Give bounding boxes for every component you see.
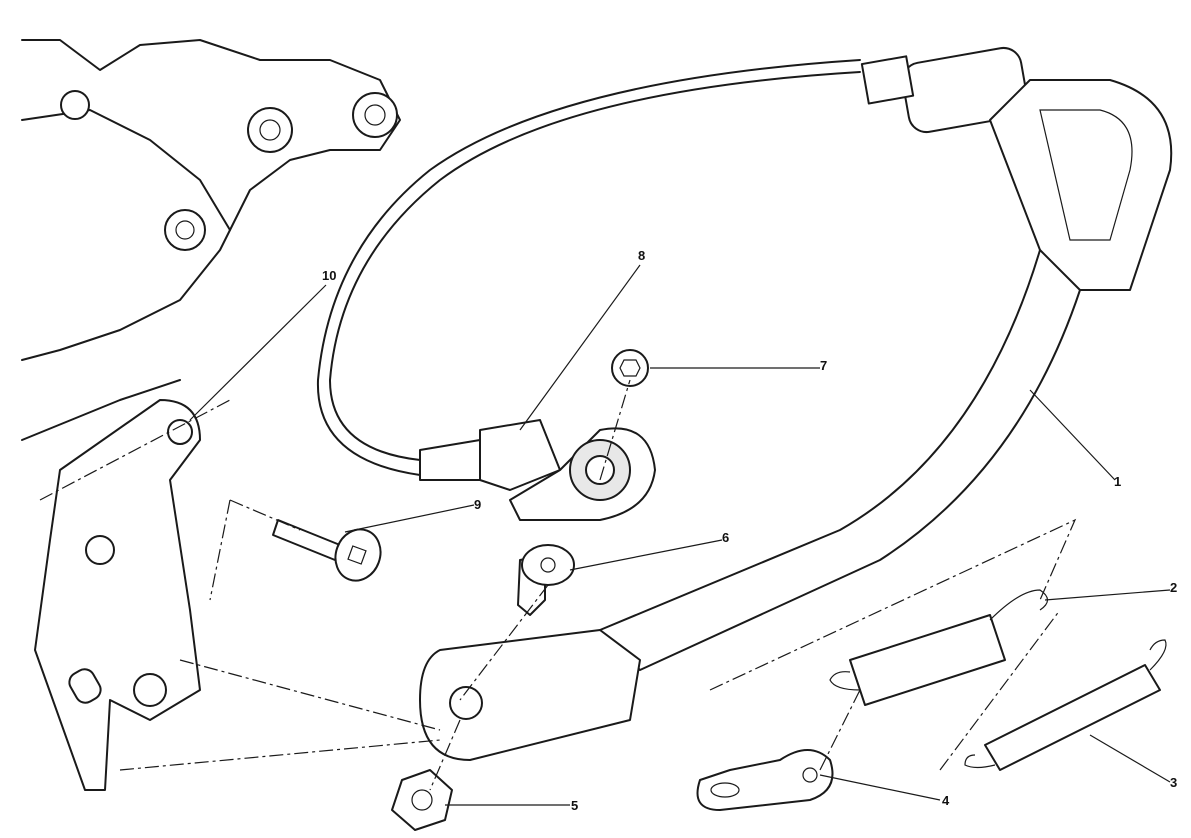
callout-4: 4 (942, 793, 950, 808)
callout-6: 6 (722, 530, 730, 545)
spring-plate (696, 749, 834, 811)
leader-lines (189, 264, 1171, 806)
side-stand (419, 79, 1173, 761)
callout-9: 9 (474, 497, 482, 512)
pin (517, 544, 575, 616)
callout-7: 7 (820, 358, 828, 373)
assembly-lines (39, 379, 1077, 791)
sensor-cable (316, 46, 1029, 476)
spring-short (829, 589, 1049, 706)
nut (391, 769, 453, 831)
callout-10: 10 (322, 268, 337, 283)
screw (611, 349, 649, 387)
frame-casting (21, 39, 401, 441)
callout-2: 2 (1170, 580, 1178, 595)
bracket (34, 399, 201, 791)
callout-8: 8 (638, 248, 646, 263)
side-stand-sensor (419, 419, 656, 521)
callout-1: 1 (1114, 474, 1122, 489)
spring-long (964, 639, 1167, 771)
bolt (272, 519, 382, 582)
callout-3: 3 (1170, 775, 1178, 790)
callout-5: 5 (571, 798, 579, 813)
